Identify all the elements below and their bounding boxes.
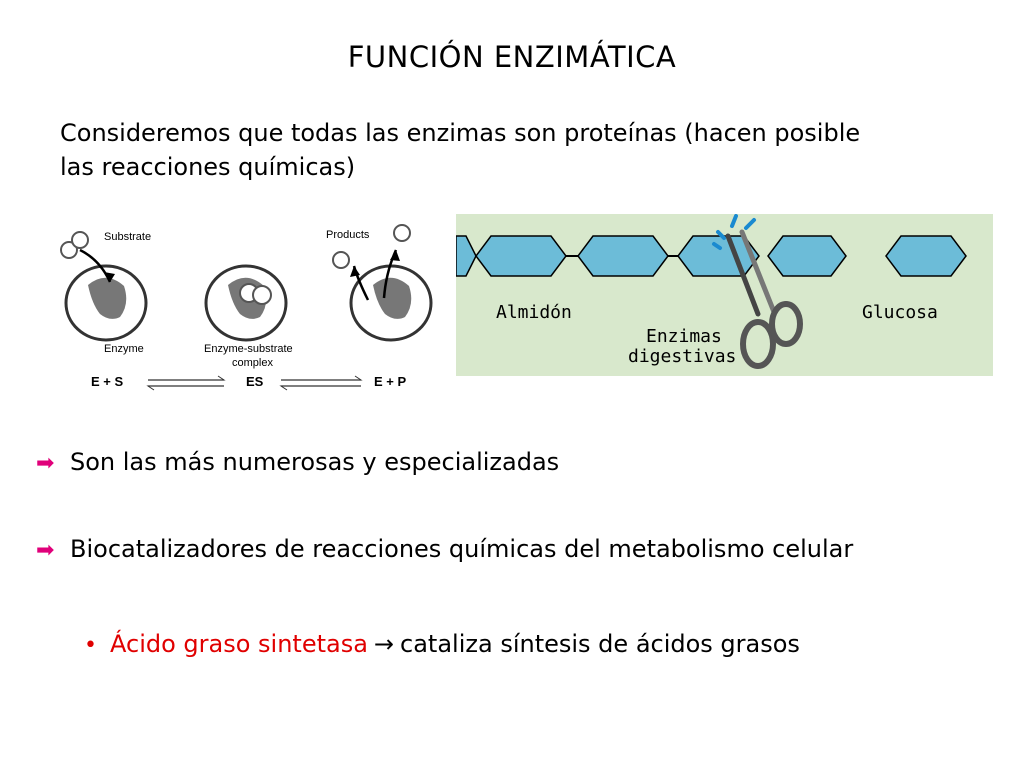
product-ball-1 <box>332 251 350 269</box>
sub-bullet: • Ácido graso sintetasa→cataliza síntesis… <box>84 630 800 658</box>
bullet-arrow-icon: ➡ <box>36 451 55 476</box>
substrate-label: Substrate <box>104 231 151 243</box>
sub-bullet-text: cataliza síntesis de ácidos grasos <box>400 630 800 658</box>
bullet-2: ➡ Biocatalizadores de reacciones químicas… <box>36 535 853 563</box>
complex-label-2: complex <box>232 357 273 369</box>
glucose-hex-2 <box>577 235 669 277</box>
enzimas-label-1: Enzimas <box>646 326 722 347</box>
sub-bullet-term: Ácido graso sintetasa <box>110 630 368 658</box>
glucose-hex-free <box>885 235 967 277</box>
intro-text: Consideremos que todas las enzimas son p… <box>60 116 960 184</box>
eq-arrow-2-tail <box>279 385 288 391</box>
bullet-1-text: Son las más numerosas y especializadas <box>70 448 560 476</box>
intro-line-1: Consideremos que todas las enzimas son p… <box>60 119 861 147</box>
eq-arrow-2-head <box>354 375 363 381</box>
enzyme-substrate-figure: Substrate Enzyme Enzyme-substrate comple… <box>36 200 446 403</box>
products-label: Products <box>326 229 370 241</box>
product-ball-2 <box>393 224 411 242</box>
intro-line-2: las reacciones químicas) <box>60 153 356 181</box>
eq-mid: ES <box>246 374 264 389</box>
cut-marks <box>712 214 756 250</box>
glucose-hex-1 <box>475 235 567 277</box>
substrate-ball-2 <box>71 231 89 249</box>
glucose-hex-0 <box>455 235 477 277</box>
starch-glucose-figure: Almidón Glucosa Enzimas digestivas <box>455 214 993 376</box>
enzyme-3-active-site <box>373 277 412 319</box>
enzyme-label: Enzyme <box>104 343 144 355</box>
eq-right: E + P <box>374 374 406 389</box>
eq-arrow-1-head <box>217 375 226 381</box>
slide-title: FUNCIÓN ENZIMÁTICA <box>347 40 677 74</box>
enzyme-substrate-diagram: Substrate Enzyme Enzyme-substrate comple… <box>60 224 433 391</box>
arrow-out-1-head <box>350 266 360 277</box>
bullet-arrow-icon: ➡ <box>36 538 55 563</box>
glucose-hex-4 <box>767 235 847 277</box>
bullet-2-text: Biocatalizadores de reacciones químicas … <box>70 535 854 563</box>
arrow-in-head <box>104 272 115 282</box>
scissors-icon <box>725 229 803 369</box>
eq-left: E + S <box>91 374 123 389</box>
almidon-label: Almidón <box>496 302 572 323</box>
sub-bullet-dot-icon: • <box>84 633 97 658</box>
complex-label-1: Enzyme-substrate <box>204 343 293 355</box>
eq-arrow-1-tail <box>146 385 155 391</box>
arrow-out-2-head <box>390 250 400 261</box>
enzyme-1-active-site <box>88 277 127 319</box>
right-arrow-icon: → <box>373 630 395 658</box>
complex-ball-2 <box>252 285 272 305</box>
starch-glucose-diagram: Almidón Glucosa Enzimas digestivas <box>455 214 967 369</box>
glucosa-label: Glucosa <box>862 302 938 323</box>
bullet-1: ➡ Son las más numerosas y especializadas <box>36 448 559 476</box>
enzimas-label-2: digestivas <box>628 346 736 367</box>
substrate-ball-1 <box>60 241 78 259</box>
